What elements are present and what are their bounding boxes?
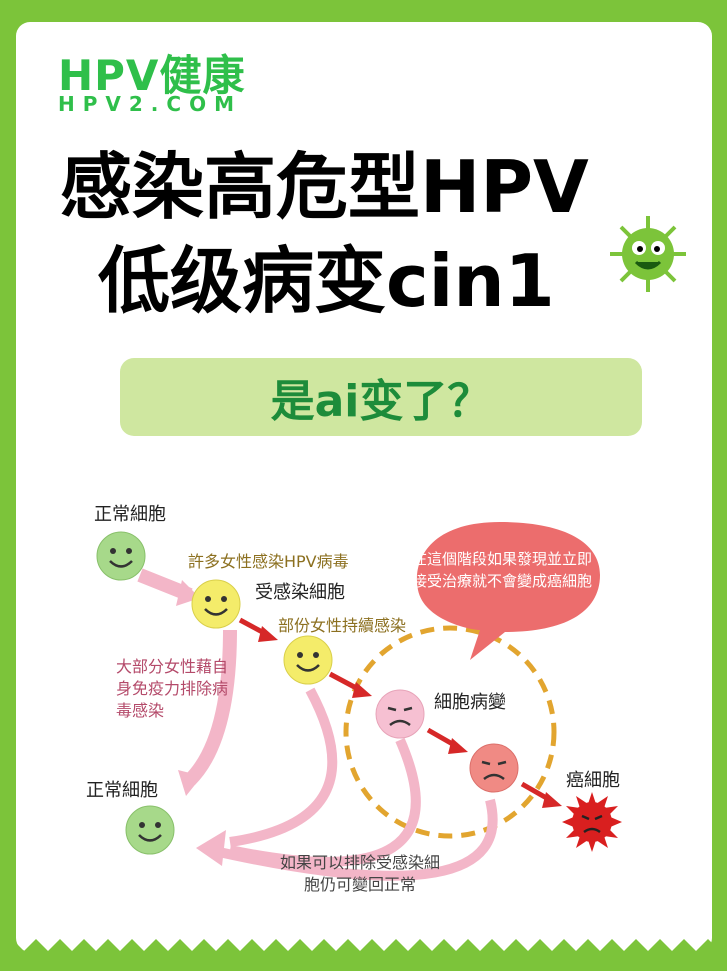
cancer-cell-label: 癌細胞 bbox=[566, 770, 620, 791]
virus-icon bbox=[610, 216, 686, 292]
lesion-cell-icon bbox=[375, 689, 425, 739]
lesion-cell-label: 細胞病變 bbox=[434, 692, 506, 713]
infected-note: 許多女性感染HPV病毒 bbox=[188, 552, 349, 571]
title-line-2: 低级病变cin1 bbox=[98, 239, 555, 323]
immune-note: 大部分女性藉自身免疫力排除病毒感染 bbox=[116, 657, 229, 720]
normal-cell-top-label: 正常細胞 bbox=[94, 504, 166, 525]
brand-logo: HPV健康 bbox=[58, 51, 246, 100]
title-line-1: 感染高危型HPV bbox=[60, 145, 589, 229]
bubble-note: 在這個階段如果發現並立即接受治療就不會變成癌細胞 bbox=[412, 550, 593, 590]
infected-cell-label: 受感染細胞 bbox=[255, 582, 345, 603]
persistent-cell-icon bbox=[283, 635, 333, 685]
question-banner: 是ai变了？ bbox=[120, 358, 642, 436]
persistent-note: 部份女性持續感染 bbox=[278, 616, 407, 635]
cancer-cell-icon bbox=[562, 792, 622, 852]
content-card bbox=[16, 22, 712, 952]
infected-cell-icon bbox=[191, 579, 241, 629]
zigzag-border bbox=[0, 939, 727, 971]
normal-cell-bottom-label: 正常細胞 bbox=[86, 780, 158, 801]
normal-cell-top-icon bbox=[96, 531, 146, 581]
revert-note: 如果可以排除受感染細胞仍可變回正常 bbox=[280, 853, 441, 894]
brand-site: HPV2.COM bbox=[58, 92, 242, 116]
severe-lesion-cell-icon bbox=[469, 743, 519, 793]
normal-cell-bottom-icon bbox=[125, 805, 175, 855]
